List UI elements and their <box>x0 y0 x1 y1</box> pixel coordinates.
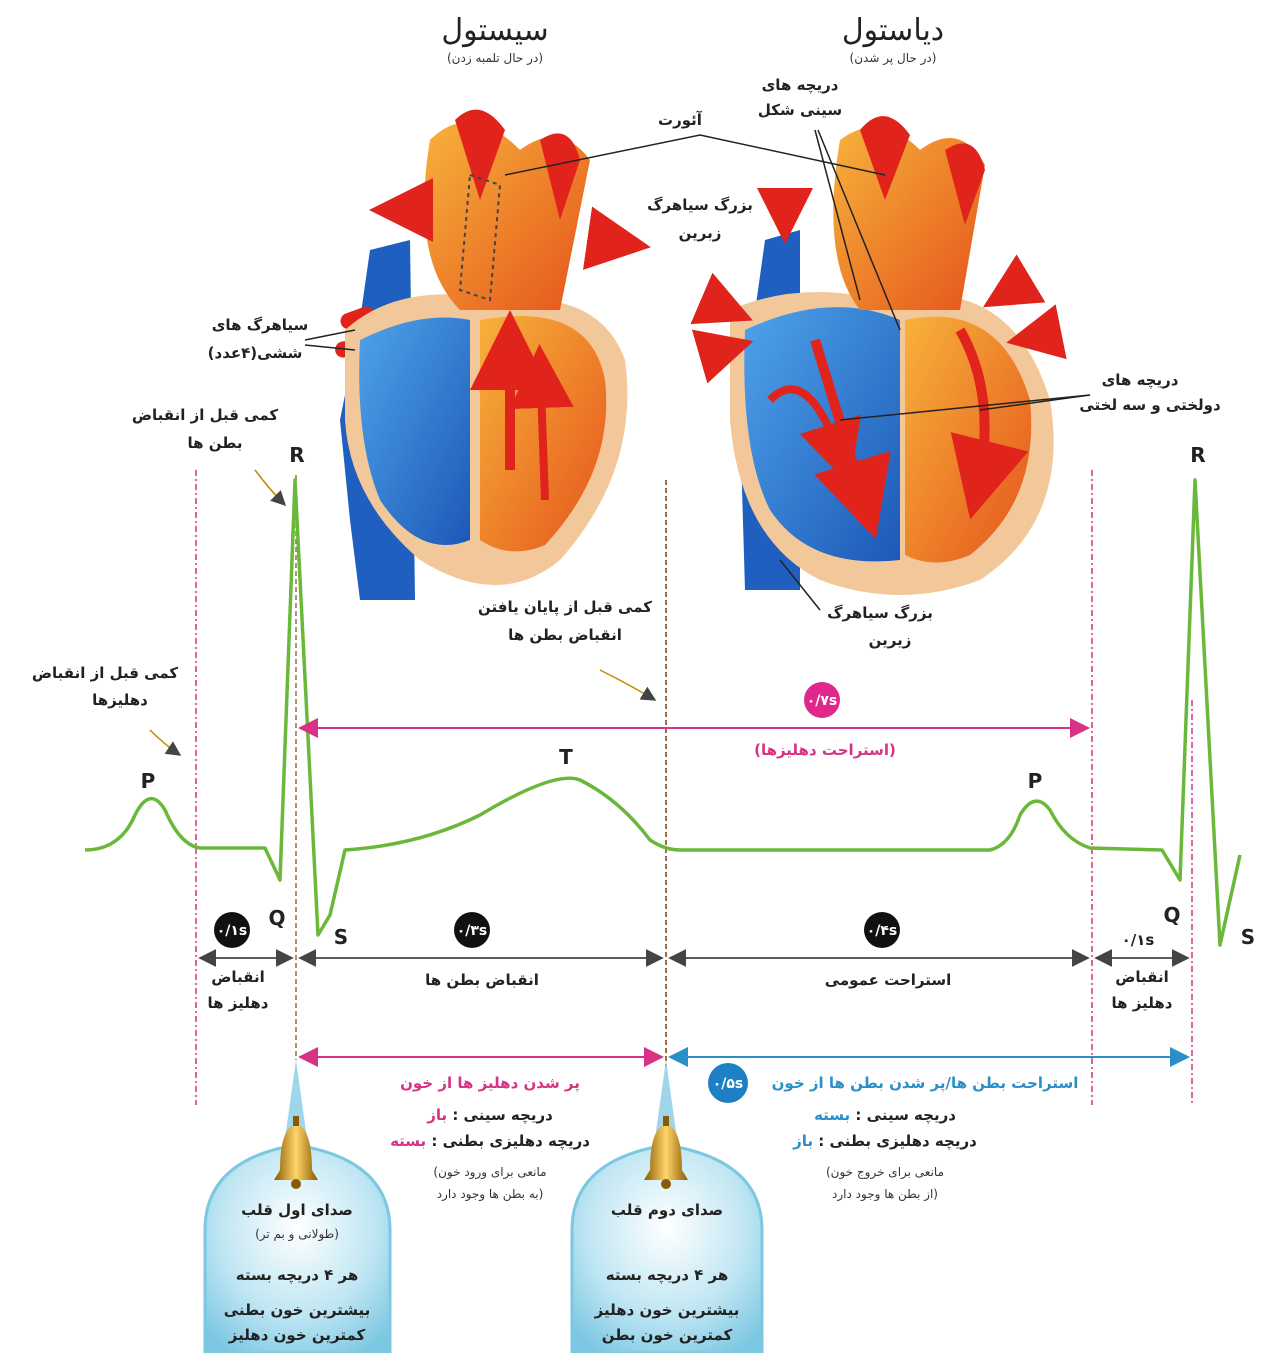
left-valve-note-1: (مانعی برای ورود خون <box>433 1165 546 1180</box>
bell-2-line-2: بیشترین خون دهلیز <box>594 1301 740 1319</box>
wave-r-2: R <box>1190 443 1205 467</box>
left-semilunar-state: دریچه سینی : باز <box>426 1106 553 1125</box>
wave-p-2: P <box>1028 769 1043 793</box>
vent-contract-duration: ۰/۳s <box>457 923 488 939</box>
wave-q-2: Q <box>1163 903 1180 927</box>
second-heart-sound-capsule: صدای دوم قلب هر ۴ دریچه بسته بیشترین خون… <box>572 1060 762 1353</box>
atria-fill-label: پر شدن دهلیز ها از خون <box>400 1074 580 1093</box>
phase-atrial-contract-2: دهلیز ها <box>208 994 269 1012</box>
right-av-state: دریچه دهلیزی بطنی : باز <box>792 1132 977 1151</box>
wave-p-1: P <box>141 769 156 793</box>
bell-1-line-3: کمترین خون دهلیز <box>228 1326 366 1344</box>
label-semilunar-valves-1: دریچه های <box>762 76 839 95</box>
bell-1-line-1: هر ۴ دریچه بسته <box>236 1266 359 1285</box>
systole-subtitle: (در حال تلمبه زدن) <box>447 51 543 66</box>
atrial-contract-duration: ۰/۱s <box>217 923 248 939</box>
wave-s-1: S <box>334 925 348 949</box>
wave-r-1: R <box>289 443 304 467</box>
phase-atrial-contract-b2: دهلیز ها <box>1112 994 1173 1012</box>
ecg-waveform <box>85 480 1240 945</box>
general-rest-duration: ۰/۴s <box>867 923 898 939</box>
wave-t: T <box>559 745 573 769</box>
atrial-relax-label: (استراحت دهلیزها) <box>754 741 896 759</box>
label-inferior-vena-cava-1: بزرگ سیاهرگ <box>827 604 933 622</box>
right-valve-note-2: از بطن ها وجود دارد) <box>832 1187 938 1202</box>
diastole-subtitle: (در حال پر شدن) <box>850 51 937 66</box>
phase-atrial-contract-b1: انقباض <box>1115 968 1169 986</box>
systole-heart-illustration <box>334 110 635 600</box>
bell-2-line-1: هر ۴ دریچه بسته <box>606 1266 729 1285</box>
systole-title: سیستول <box>441 13 548 48</box>
label-pulmonary-veins-2: ششی(۴عدد) <box>208 344 303 362</box>
atrial-contract-2-duration: ۰/۱s <box>1122 931 1155 949</box>
first-heart-sound-capsule: صدای اول قلب (طولانی و بم تر) هر ۴ دریچه… <box>205 1060 390 1353</box>
wave-q-1: Q <box>268 906 285 930</box>
phase-divider-lines <box>196 470 1192 1105</box>
vent-relax-fill-label: استراحت بطن ها/پر شدن بطن ها از خون <box>772 1074 1079 1093</box>
label-superior-vena-cava-1: بزرگ سیاهرگ <box>647 196 753 214</box>
label-semilunar-valves-2: سینی شکل <box>758 101 842 119</box>
phase-atrial-contract-1: انقباض <box>211 968 265 986</box>
vent-relax-duration: ۰/۵s <box>713 1076 744 1092</box>
label-av-valves-1: دریچه های <box>1102 371 1179 390</box>
bell-2-title: صدای دوم قلب <box>611 1201 723 1219</box>
wave-s-2: S <box>1241 925 1255 949</box>
diastole-title: دیاستول <box>842 13 944 48</box>
diastole-heart-illustration <box>705 116 1054 595</box>
annotation-before-end-2: انقباض بطن ها <box>508 626 622 644</box>
label-av-valves-2: دولختی و سه لختی <box>1079 396 1221 414</box>
right-semilunar-state: دریچه سینی : بسته <box>814 1106 956 1125</box>
annotation-before-end-1: کمی قبل از پایان یافتن <box>478 598 652 617</box>
label-inferior-vena-cava-2: زیرین <box>869 631 912 649</box>
annotation-before-ventricular-2: بطن ها <box>188 434 243 452</box>
left-valve-note-2: به بطن ها وجود دارد) <box>437 1187 544 1202</box>
annotation-before-atrial-2: دهلیزها <box>92 691 148 709</box>
atrial-relax-duration: ۰/۷s <box>807 693 838 709</box>
annotation-before-ventricular-1: کمی قبل از انقباض <box>132 406 279 424</box>
label-aorta: آئورت <box>658 111 703 129</box>
bell-1-title: صدای اول قلب <box>241 1201 353 1219</box>
bell-1-line-2: بیشترین خون بطنی <box>224 1301 371 1319</box>
phase-general-rest: استراحت عمومی <box>825 971 952 989</box>
bell-1-sub: (طولانی و بم تر) <box>255 1227 339 1242</box>
phase-vent-contract: انقباض بطن ها <box>425 971 539 989</box>
right-valve-note-1: (مانعی برای خروج خون <box>826 1165 944 1180</box>
label-superior-vena-cava-2: زبرین <box>679 224 722 242</box>
label-pulmonary-veins-1: سیاهرگ های <box>212 316 309 334</box>
left-av-state: دریچه دهلیزی بطنی : بسته <box>390 1132 590 1151</box>
annotation-before-atrial-1: کمی قبل از انقباض <box>32 664 179 682</box>
bell-2-line-3: کمترین خون بطن <box>602 1326 733 1344</box>
